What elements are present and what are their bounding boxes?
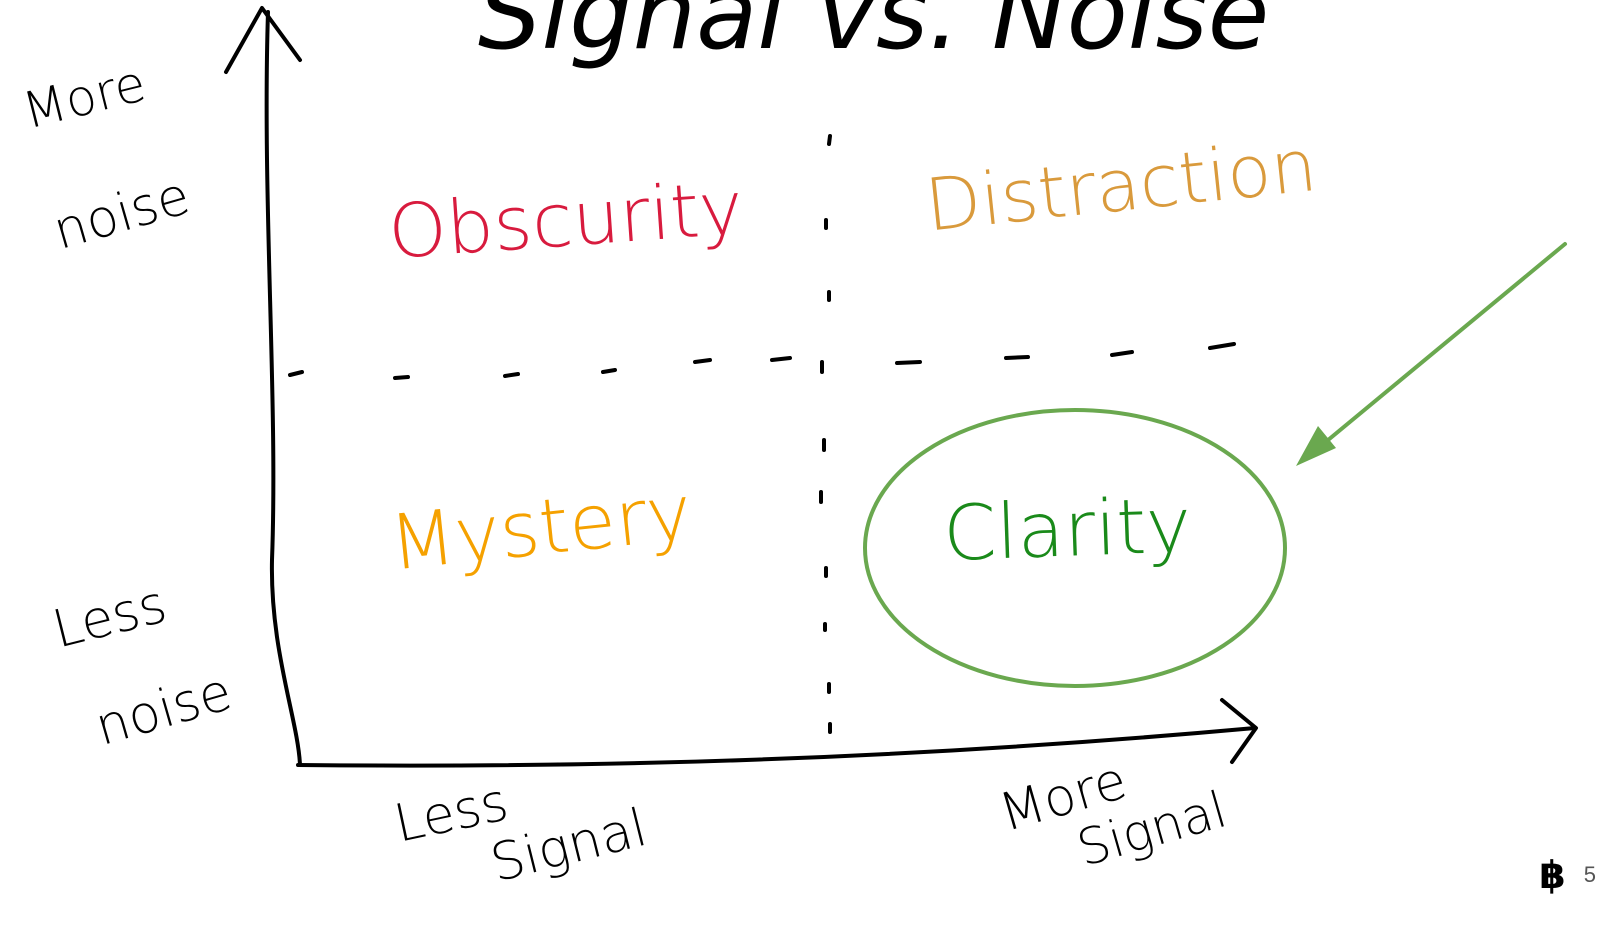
quadrant-clarity: Clarity xyxy=(941,480,1193,578)
slide-footer: ฿ 5 xyxy=(1539,853,1596,897)
vertical-divider xyxy=(819,134,832,734)
y-axis-line xyxy=(264,10,302,767)
diagram-title: Signal vs. Noise xyxy=(478,0,1269,72)
y-axis-arrowhead xyxy=(224,6,302,74)
pointer-arrow-line xyxy=(1314,242,1567,452)
x-axis-arrowhead xyxy=(1220,698,1258,764)
horizontal-divider xyxy=(288,342,1236,380)
x-axis-line xyxy=(296,726,1257,768)
clarity-highlight-ellipse xyxy=(863,408,1287,688)
pointer-arrow-head xyxy=(1296,426,1336,466)
bitcoin-icon: ฿ xyxy=(1539,853,1566,897)
page-number: 5 xyxy=(1583,862,1596,887)
